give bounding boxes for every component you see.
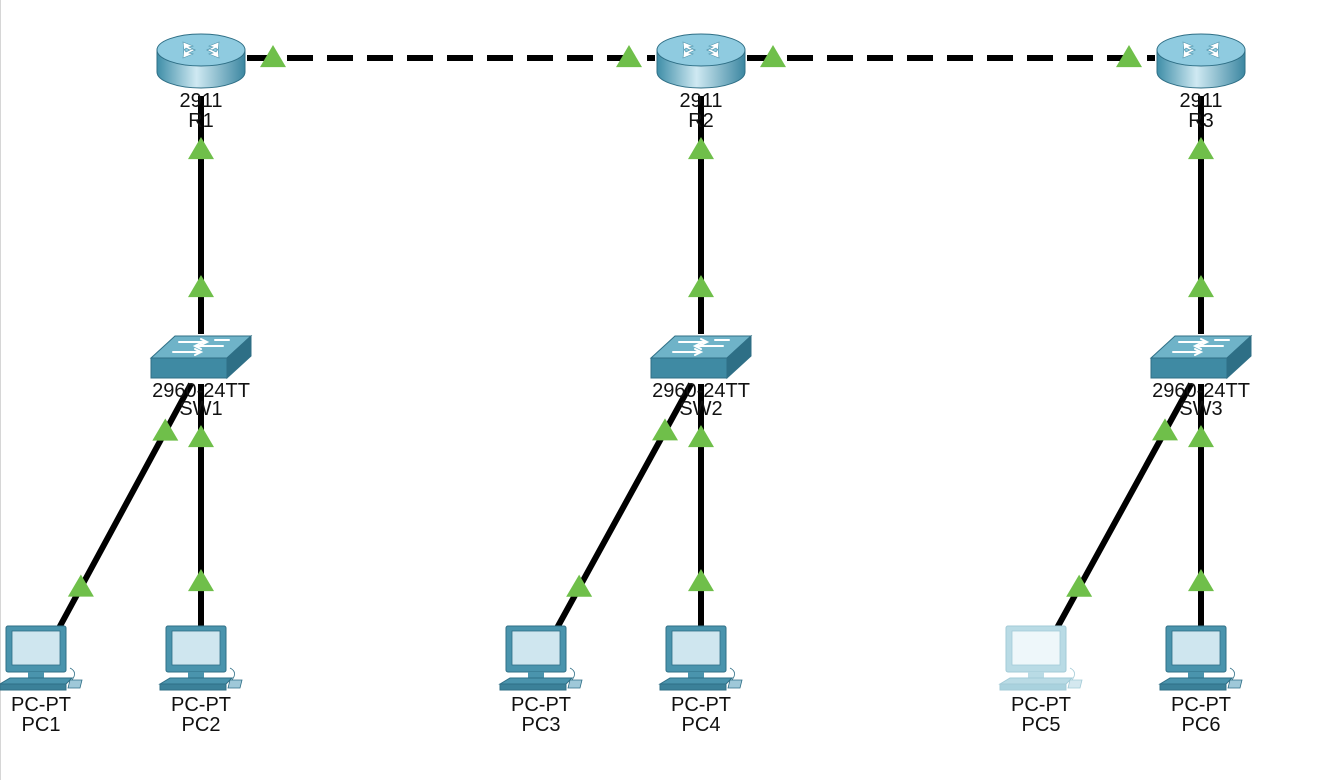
link-status-up-icon bbox=[1066, 574, 1093, 597]
router-icon bbox=[1156, 33, 1246, 89]
link-status-up-icon bbox=[616, 45, 642, 68]
pc-icon bbox=[0, 625, 83, 691]
link-status-up-icon bbox=[760, 45, 786, 68]
pc-icon bbox=[158, 625, 243, 691]
router-r1[interactable]: 2911 R1 bbox=[141, 30, 261, 132]
device-model-label: 2911 bbox=[679, 90, 723, 112]
link-status-up-icon bbox=[260, 45, 286, 68]
link-status-up-icon bbox=[188, 275, 214, 298]
device-model-label: 2911 bbox=[179, 90, 223, 112]
switch-sw1[interactable]: 2960-24TT SW1 bbox=[131, 332, 271, 420]
device-model-label: PC-PT bbox=[171, 694, 231, 716]
switch-sw2[interactable]: 2960-24TT SW2 bbox=[631, 332, 771, 420]
device-name-label: R2 bbox=[688, 110, 714, 132]
device-name-label: R1 bbox=[188, 110, 214, 132]
pc-pc3[interactable]: PC-PT PC3 bbox=[491, 622, 591, 736]
link-status-up-icon bbox=[1188, 137, 1214, 160]
pc-icon bbox=[998, 625, 1083, 691]
pc-pc2[interactable]: PC-PT PC2 bbox=[151, 622, 251, 736]
link-status-up-icon bbox=[188, 137, 214, 160]
pc-icon bbox=[658, 625, 743, 691]
device-model-label: PC-PT bbox=[1011, 694, 1071, 716]
link-status-up-icon bbox=[1188, 425, 1214, 448]
link-status-up-icon bbox=[652, 418, 679, 441]
link-status-up-icon bbox=[67, 574, 94, 597]
pc-pc6[interactable]: PC-PT PC6 bbox=[1151, 622, 1251, 736]
switch-sw3[interactable]: 2960-24TT SW3 bbox=[1131, 332, 1271, 420]
device-name-label: SW2 bbox=[679, 398, 723, 420]
device-name-label: PC6 bbox=[1181, 714, 1221, 736]
router-icon bbox=[656, 33, 746, 89]
switch-icon bbox=[1149, 334, 1253, 380]
link-status-up-icon bbox=[688, 569, 714, 592]
pc-pc1[interactable]: PC-PT PC1 bbox=[0, 622, 91, 736]
device-model-label: PC-PT bbox=[11, 694, 71, 716]
link-status-up-icon bbox=[1152, 418, 1179, 441]
link-status-up-icon bbox=[688, 275, 714, 298]
router-r3[interactable]: 2911 R3 bbox=[1141, 30, 1261, 132]
link-status-up-icon bbox=[152, 418, 179, 441]
device-name-label: PC1 bbox=[21, 714, 61, 736]
device-name-label: PC2 bbox=[181, 714, 221, 736]
switch-icon bbox=[649, 334, 753, 380]
link-status-up-icon bbox=[188, 569, 214, 592]
device-model-label: 2911 bbox=[1179, 90, 1223, 112]
router-r2[interactable]: 2911 R2 bbox=[641, 30, 761, 132]
link-status-up-icon bbox=[566, 574, 593, 597]
link-status-up-icon bbox=[1116, 45, 1142, 68]
device-name-label: PC3 bbox=[521, 714, 561, 736]
switch-icon bbox=[149, 334, 253, 380]
link-status-up-icon bbox=[1188, 569, 1214, 592]
link-status-up-icon bbox=[188, 425, 214, 448]
link-status-up-icon bbox=[688, 137, 714, 160]
pc-pc5[interactable]: PC-PT PC5 bbox=[991, 622, 1091, 736]
router-icon bbox=[156, 33, 246, 89]
device-name-label: PC4 bbox=[681, 714, 721, 736]
device-model-label: PC-PT bbox=[511, 694, 571, 716]
link-status-up-icon bbox=[688, 425, 714, 448]
device-model-label: 2960-24TT bbox=[1152, 380, 1250, 402]
device-name-label: R3 bbox=[1188, 110, 1214, 132]
device-model-label: 2960-24TT bbox=[152, 380, 250, 402]
pc-pc4[interactable]: PC-PT PC4 bbox=[651, 622, 751, 736]
pc-icon bbox=[498, 625, 583, 691]
pc-icon bbox=[1158, 625, 1243, 691]
device-model-label: 2960-24TT bbox=[652, 380, 750, 402]
device-name-label: PC5 bbox=[1021, 714, 1061, 736]
device-model-label: PC-PT bbox=[1171, 694, 1231, 716]
device-name-label: SW1 bbox=[179, 398, 223, 420]
device-model-label: PC-PT bbox=[671, 694, 731, 716]
device-name-label: SW3 bbox=[1179, 398, 1223, 420]
link-status-up-icon bbox=[1188, 275, 1214, 298]
